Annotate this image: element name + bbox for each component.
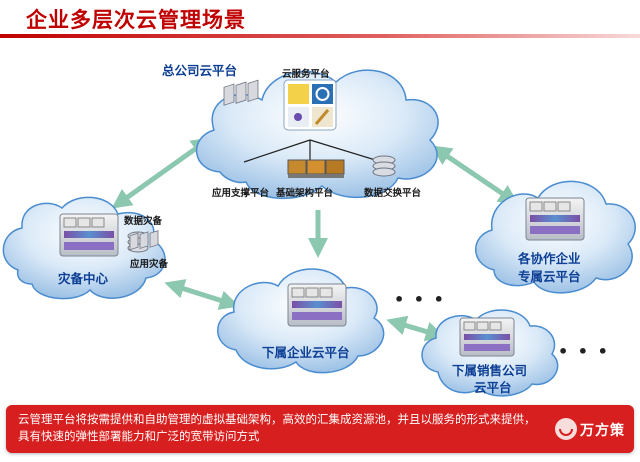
app-support-servers <box>223 79 259 106</box>
connection-arrows <box>111 137 519 342</box>
subsidiary-rack <box>287 283 347 327</box>
arrow-hq-dr <box>111 137 212 209</box>
service-gauge-icon <box>315 87 330 101</box>
watermark-logo-icon <box>555 418 577 440</box>
hq-cloud-label: 总公司云平台 <box>162 63 238 78</box>
arrow-subsidiary-sales <box>386 315 446 342</box>
app-support-label: 应用支撑平台 <box>212 188 270 199</box>
service-tile-1 <box>288 84 309 104</box>
dr-cloud-label: 灾备中心 <box>58 271 109 286</box>
sales-rack <box>459 317 515 357</box>
dr-rack <box>59 213 119 257</box>
ellipsis-sales: • • • <box>558 342 610 361</box>
description-banner: 云管理平台将按需提供和自助管理的虚拟基础架构，高效的汇集成资源池，并且以服务的形… <box>6 405 634 453</box>
arrow-hq-partner <box>431 145 519 205</box>
cloud-service-panel <box>283 79 337 131</box>
data-exchange-disks <box>372 155 396 177</box>
infra-blades <box>287 159 345 178</box>
sales-cloud-label-2: 云平台 <box>474 380 512 395</box>
infra-label: 基础架构平台 <box>276 188 334 199</box>
service-tool-icon <box>314 109 330 125</box>
description-text: 云管理平台将按需提供和自助管理的虚拟基础架构，高效的汇集成资源池，并且以服务的形… <box>18 412 536 443</box>
subsidiary-cloud-label: 下属企业云平台 <box>262 345 350 360</box>
service-molecule-icon <box>294 113 302 121</box>
partner-cloud-label-1: 各协作企业 <box>518 251 581 266</box>
data-exchange-label: 数据交换平台 <box>364 188 422 199</box>
data-dr-label: 数据灾备 <box>124 216 163 227</box>
ellipsis-subsidiary: • • • <box>394 290 446 309</box>
sales-cloud-label-1: 下属销售公司 <box>452 363 528 378</box>
dr-app-servers <box>129 230 159 251</box>
arrow-dr-subsidiary <box>164 279 240 310</box>
partner-cloud-label-2: 专属云平台 <box>518 269 581 284</box>
cloud-service-label: 云服务平台 <box>282 69 330 80</box>
partner-rack <box>525 197 585 241</box>
watermark-text: 万方策 <box>580 423 625 439</box>
watermark: 万方策 <box>552 412 634 446</box>
service-tile-2 <box>312 84 333 104</box>
page-title: 企业多层次云管理场景 <box>26 8 246 32</box>
app-dr-label: 应用灾备 <box>130 259 169 270</box>
title-underline <box>0 34 640 38</box>
